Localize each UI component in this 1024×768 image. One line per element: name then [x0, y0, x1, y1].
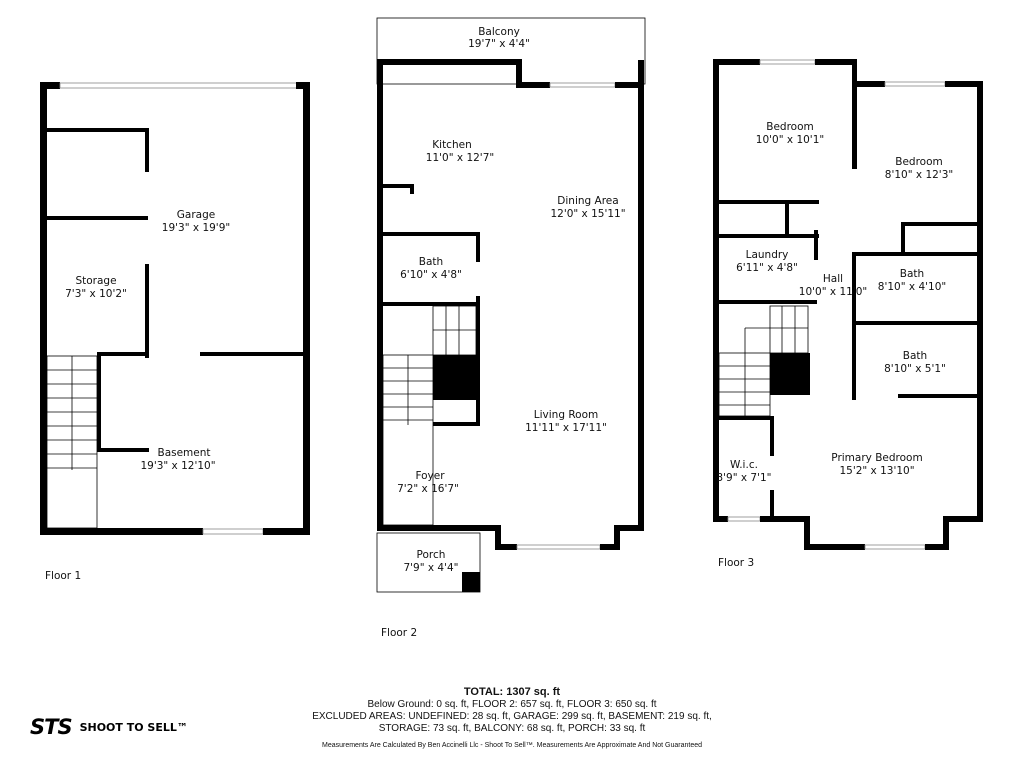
room-name: Bedroom [766, 121, 814, 133]
room-name: Dining Area [557, 195, 618, 207]
area-summary-line-3: STORAGE: 73 sq. ft, BALCONY: 68 sq. ft, … [378, 723, 646, 734]
total-area: TOTAL: 1307 sq. ft [463, 686, 561, 698]
floor-2-plan: Balcony 19'7" x 4'4" Kitchen 11'0" x 12'… [376, 17, 646, 639]
area-summary-line-2: EXCLUDED AREAS: UNDEFINED: 28 sq. ft, GA… [312, 711, 712, 722]
room-name: Primary Bedroom [831, 452, 922, 464]
logo-text: SHOOT TO SELL™ [79, 720, 188, 734]
room-size: 8'10" x 5'1" [884, 363, 946, 375]
room-size: 19'7" x 4'4" [468, 38, 530, 50]
room-size: 10'0" x 11'0" [799, 286, 867, 298]
room-name: W.i.c. [730, 459, 758, 471]
room-name: Laundry [746, 249, 789, 261]
logo-mark: STS [30, 715, 73, 739]
room-size: 8'10" x 12'3" [885, 169, 953, 181]
room-size: 6'10" x 4'8" [400, 269, 462, 281]
room-size: 19'3" x 19'9" [162, 222, 230, 234]
room-name: Bath [903, 350, 927, 362]
room-size: 10'0" x 10'1" [756, 134, 824, 146]
disclaimer: Measurements Are Calculated By Ben Accin… [321, 742, 702, 749]
room-size: 11'0" x 12'7" [426, 152, 494, 164]
shoot-to-sell-logo: STS SHOOT TO SELL™ [30, 715, 188, 739]
room-name: Bath [419, 256, 443, 268]
room-name: Bath [900, 268, 924, 280]
room-size: 8'10" x 4'10" [878, 281, 946, 293]
room-name: Hall [823, 273, 843, 285]
floor-label: Floor 1 [45, 570, 81, 582]
floor-label: Floor 2 [381, 627, 417, 639]
room-name: Balcony [478, 26, 520, 38]
room-size: 6'11" x 4'8" [736, 262, 798, 274]
floor-label: Floor 3 [718, 557, 754, 569]
room-name: Porch [417, 549, 446, 561]
room-name: Storage [75, 275, 116, 287]
room-name: Living Room [534, 409, 598, 421]
room-size: 19'3" x 12'10" [140, 460, 215, 472]
floor-3-plan: Bedroom 10'0" x 10'1" Bedroom 8'10" x 12… [713, 59, 983, 569]
room-name: Kitchen [432, 139, 471, 151]
room-name: Foyer [415, 470, 445, 482]
room-size: 7'9" x 4'4" [403, 562, 458, 574]
room-size: 3'9" x 7'1" [716, 472, 771, 484]
room-size: 11'11" x 17'11" [525, 422, 607, 434]
room-size: 12'0" x 15'11" [550, 208, 625, 220]
room-size: 7'2" x 16'7" [397, 483, 459, 495]
room-size: 7'3" x 10'2" [65, 288, 127, 300]
floor-1-plan: Garage 19'3" x 19'9" Storage 7'3" x 10'2… [40, 82, 310, 582]
room-name: Garage [177, 209, 215, 221]
room-size: 15'2" x 13'10" [839, 465, 914, 477]
room-name: Basement [157, 447, 210, 459]
room-name: Bedroom [895, 156, 943, 168]
area-summary-line-1: Below Ground: 0 sq. ft, FLOOR 2: 657 sq.… [367, 699, 657, 710]
